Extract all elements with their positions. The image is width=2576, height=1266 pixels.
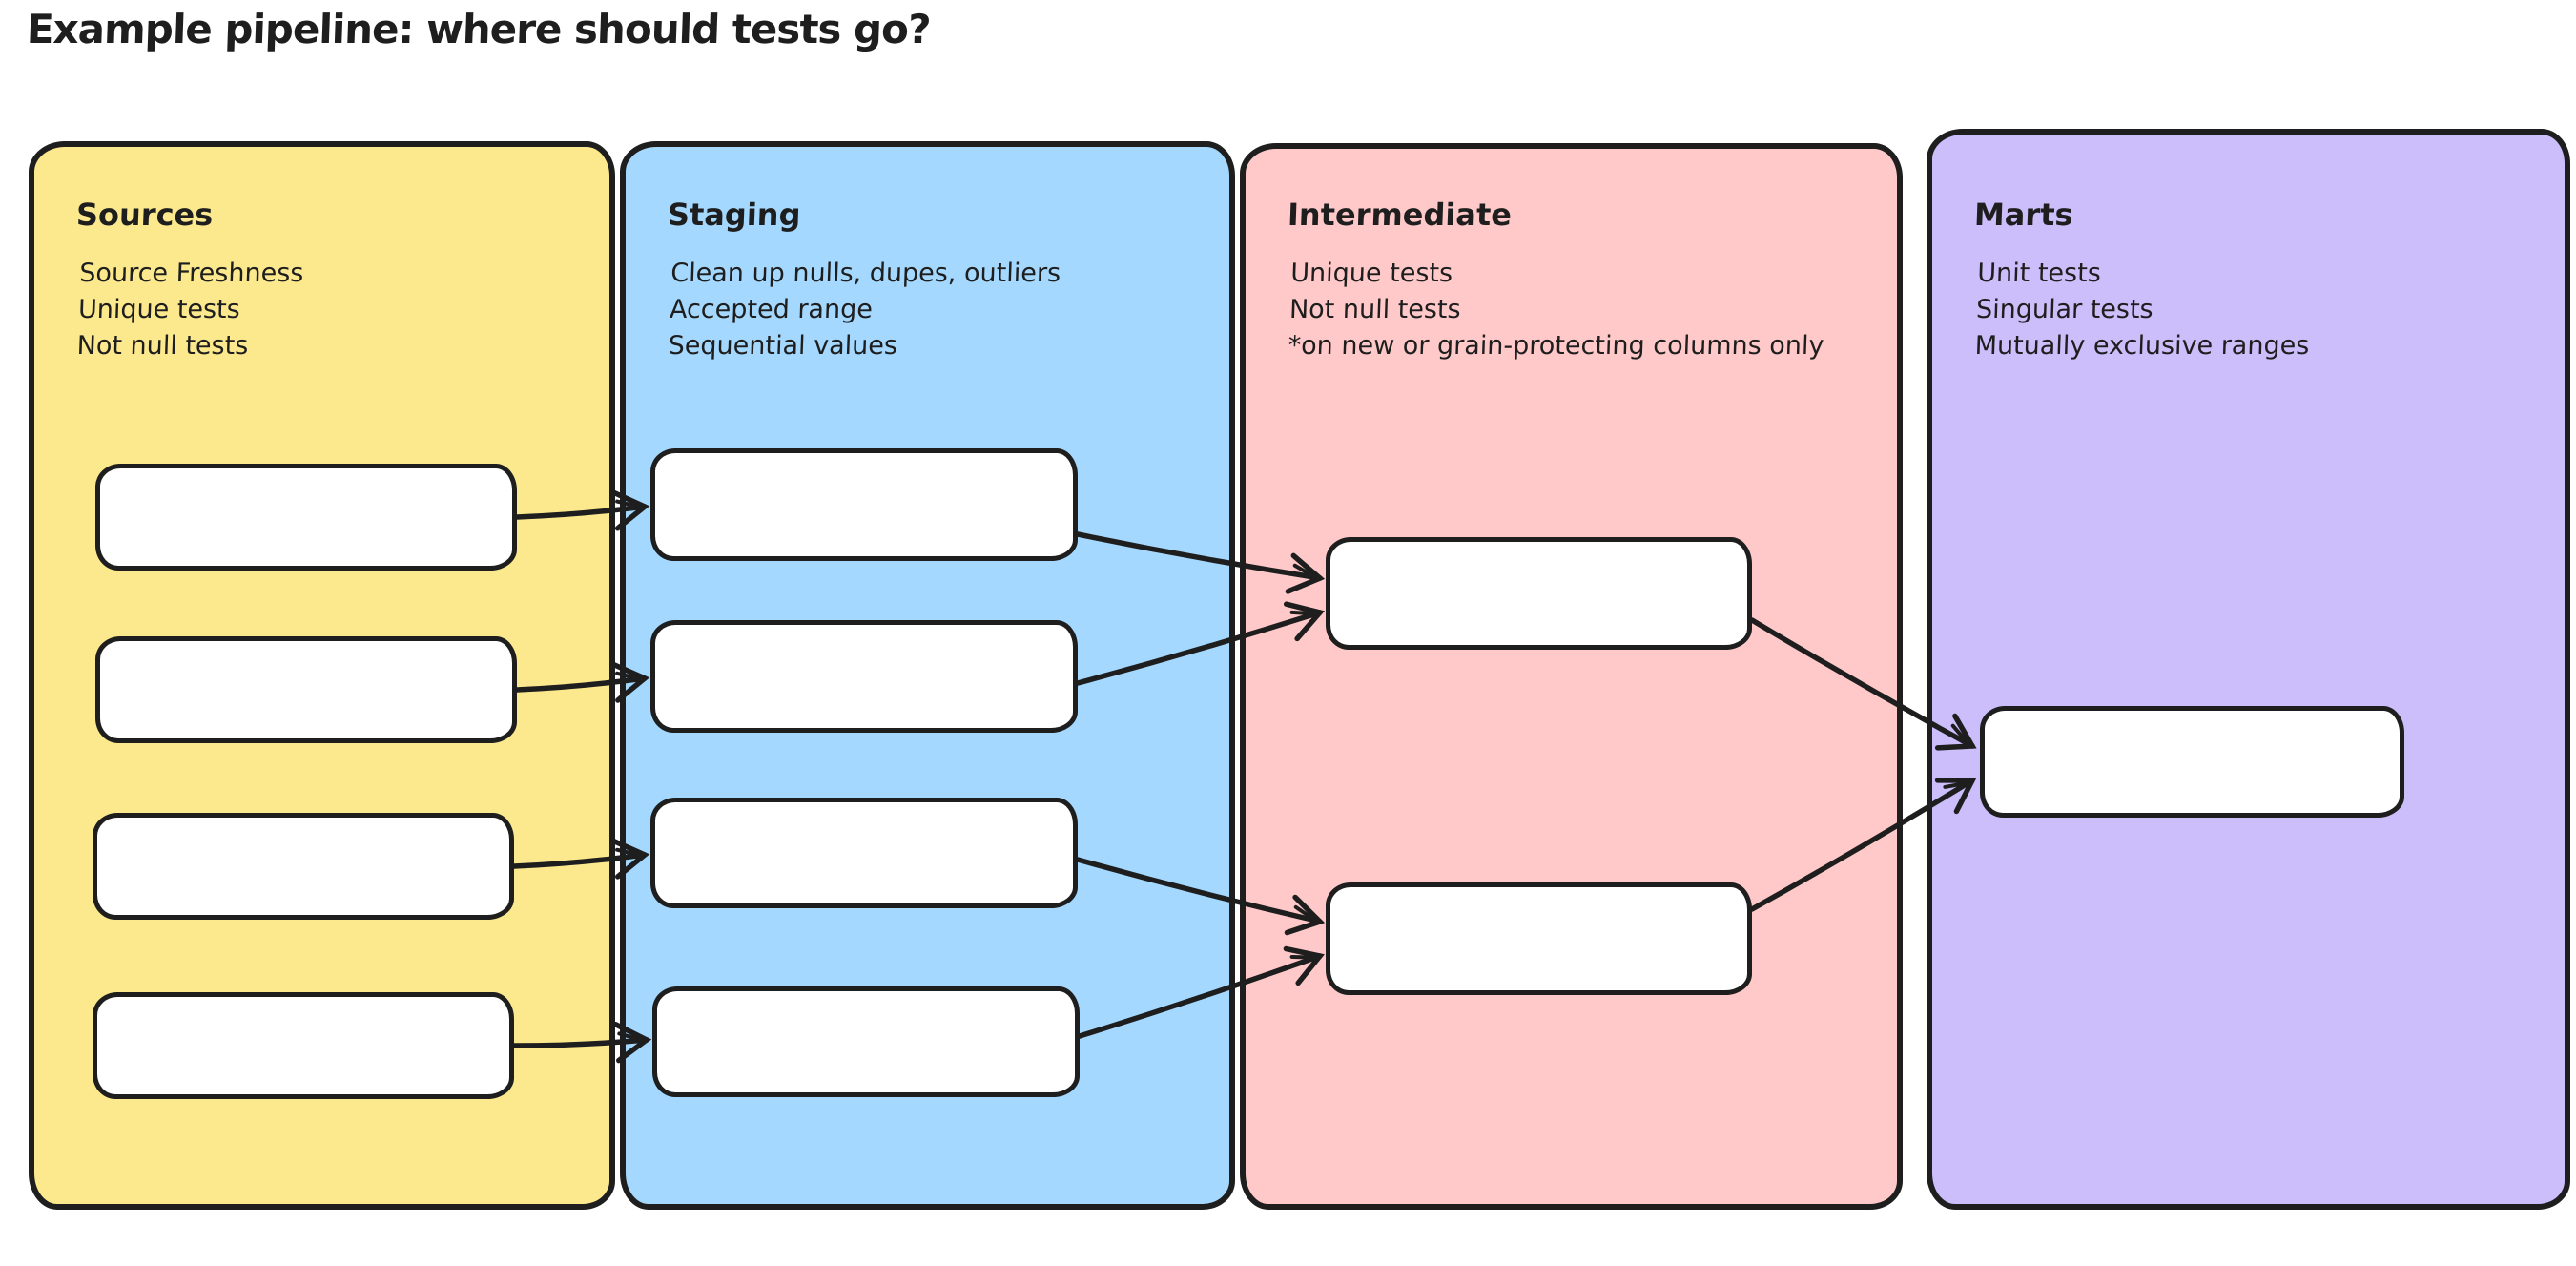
column-title-sources: Sources [75,197,214,233]
note-line: Singular tests [1975,295,2154,324]
note-line: *on new or grain-protecting columns only [1288,331,1824,361]
note-line: Mutually exclusive ranges [1974,331,2310,361]
model-node-src1 [95,464,517,571]
note-line: Unique tests [1289,259,1453,288]
model-node-int2 [1326,882,1752,995]
model-node-stg4 [652,986,1080,1097]
note-line: Accepted range [669,295,874,324]
model-node-stg2 [650,620,1078,733]
column-title-intermediate: Intermediate [1287,197,1513,233]
note-line: Sequential values [668,331,898,361]
model-node-stg3 [650,798,1078,908]
note-line: Not null tests [1288,295,1462,324]
model-node-mart1 [1980,706,2404,818]
model-node-stg1 [650,448,1078,561]
model-node-int1 [1326,537,1752,650]
note-line: Unit tests [1976,259,2102,288]
note-line: Source Freshness [78,259,304,288]
model-node-src3 [93,813,514,920]
model-node-src2 [95,636,517,743]
note-line: Not null tests [76,331,249,361]
column-title-staging: Staging [667,197,802,233]
column-title-marts: Marts [1973,197,2074,233]
model-node-src4 [93,992,514,1099]
note-line: Clean up nulls, dupes, outliers [670,259,1061,288]
page-title: Example pipeline: where should tests go? [26,6,932,52]
note-line: Unique tests [77,295,241,324]
